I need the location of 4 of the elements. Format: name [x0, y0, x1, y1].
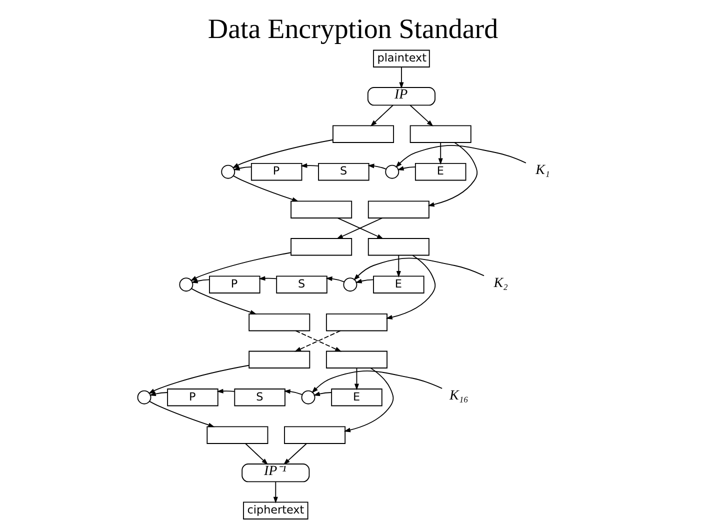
- node-text: K₁₆: [449, 388, 468, 404]
- node-text: K₁: [536, 163, 550, 178]
- node-text: K₂: [494, 276, 508, 291]
- diagram-title: Data Encryption Standard: [208, 14, 498, 46]
